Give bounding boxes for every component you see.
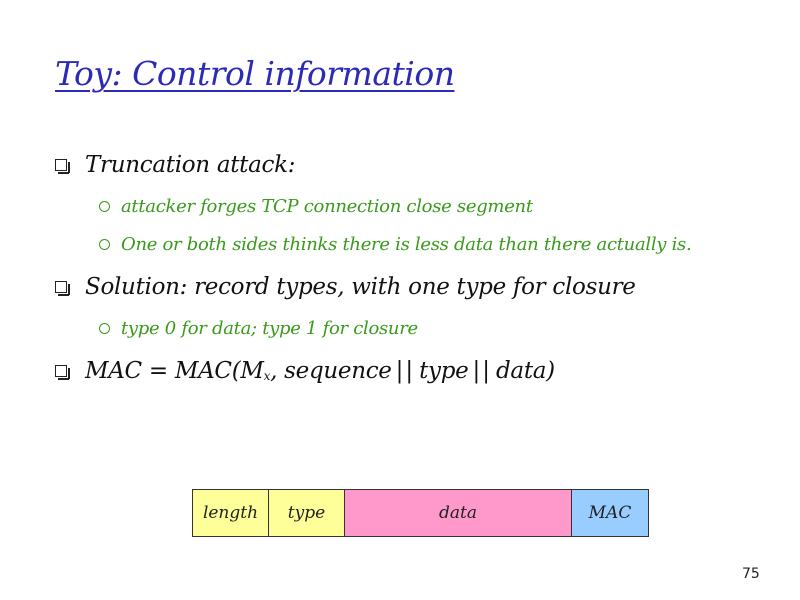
square-bullet-icon bbox=[55, 365, 70, 380]
circle-bullet-icon bbox=[99, 201, 110, 212]
bullet-truncation-attack: Truncation attack: bbox=[55, 152, 296, 178]
sub-bullet-text: attacker forges TCP connection close seg… bbox=[121, 196, 533, 217]
sub-bullet-text: One or both sides thinks there is less d… bbox=[121, 234, 692, 255]
bullet-text: Truncation attack: bbox=[85, 152, 296, 178]
record-format-diagram: length type data MAC bbox=[192, 489, 649, 537]
concat-separator: || bbox=[395, 358, 416, 384]
square-bullet-icon bbox=[55, 159, 70, 174]
record-field-mac: MAC bbox=[572, 490, 648, 536]
mac-part-sequence: , sequence bbox=[270, 358, 392, 384]
mac-part-type: type bbox=[419, 358, 469, 384]
slide-title: Toy: Control information bbox=[55, 54, 455, 93]
sub-bullet-text: type 0 for data; type 1 for closure bbox=[121, 318, 418, 339]
mac-prefix: MAC = MAC(M bbox=[85, 358, 264, 384]
circle-bullet-icon bbox=[99, 239, 110, 250]
sub-bullet-type-values: type 0 for data; type 1 for closure bbox=[99, 318, 418, 339]
square-bullet-icon bbox=[55, 281, 70, 296]
sub-bullet-attacker-forges: attacker forges TCP connection close seg… bbox=[99, 196, 533, 217]
mac-subscript: x bbox=[263, 369, 271, 383]
page-number: 75 bbox=[742, 566, 760, 582]
bullet-solution: Solution: record types, with one type fo… bbox=[55, 274, 636, 300]
record-field-length: length bbox=[193, 490, 269, 536]
sub-bullet-less-data: One or both sides thinks there is less d… bbox=[99, 234, 692, 255]
record-field-type: type bbox=[269, 490, 345, 536]
concat-separator: || bbox=[472, 358, 492, 384]
record-field-data: data bbox=[345, 490, 572, 536]
circle-bullet-icon bbox=[99, 323, 110, 334]
bullet-text: Solution: record types, with one type fo… bbox=[85, 274, 636, 300]
mac-part-data: data) bbox=[495, 358, 555, 384]
